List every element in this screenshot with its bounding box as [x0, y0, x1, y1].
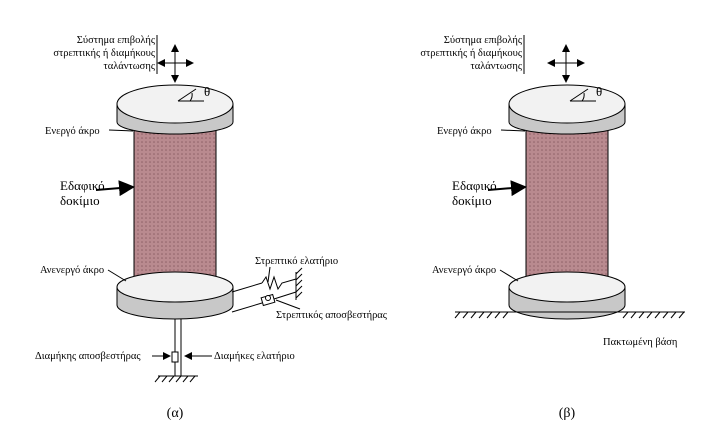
right-active-end-label: Ενεργό άκρο: [437, 126, 492, 137]
right-excitation-line1: Σύστημα επιβολής: [444, 35, 523, 46]
left-excitation-line2: στρεπτικής ή διαμήκους: [53, 48, 155, 59]
right-excitation-line3: ταλάντωσης: [470, 61, 522, 72]
right-specimen-label-line2: δοκίμιο: [452, 193, 492, 208]
right-bottom-plate: [508, 271, 626, 320]
right-fixed-base: [454, 311, 685, 319]
left-axial-spring-label: Διαμήκες ελατήριο: [214, 351, 295, 362]
right-angle-symbol: θ: [596, 84, 602, 99]
left-apparatus: Σύστημα επιβολής στρεπτικής ή διαμήκους …: [35, 35, 388, 421]
right-passive-end-label: Ανενεργό άκρο: [432, 265, 496, 276]
right-specimen-label-line1: Εδαφικό: [452, 178, 497, 193]
left-specimen-label-line1: Εδαφικό: [60, 178, 105, 193]
left-top-plate: θ: [116, 84, 234, 135]
right-soil-specimen: [525, 124, 609, 291]
left-excitation-line1: Σύστημα επιβολής: [77, 35, 156, 46]
right-apparatus: Σύστημα επιβολής στρεπτικής ή διαμήκους …: [420, 35, 685, 421]
left-excitation-line3: ταλάντωσης: [103, 61, 155, 72]
right-excitation-line2: στρεπτικής ή διαμήκους: [420, 48, 522, 59]
left-caption: (α): [167, 406, 184, 421]
left-torsional-damper-label: Στρεπτικός αποσβεστήρας: [276, 310, 388, 321]
left-torsional-spring-label: Στρεπτικό ελατήριο: [255, 256, 338, 267]
left-specimen-label-line2: δοκίμιο: [60, 193, 100, 208]
left-axial-damper-label: Διαμήκης αποσβεστήρας: [35, 351, 141, 362]
left-axial-assembly: [154, 319, 198, 383]
right-top-plate: θ: [508, 84, 626, 135]
right-fixed-base-label: Πακτωμένη βάση: [603, 337, 677, 348]
left-active-end-label: Ενεργό άκρο: [45, 126, 100, 137]
left-angle-symbol: θ: [204, 84, 210, 99]
left-torsional-assembly: [231, 267, 303, 313]
left-passive-end-label: Ανενεργό άκρο: [40, 265, 104, 276]
left-cross-arrows-icon: [157, 44, 194, 83]
right-cross-arrows-icon: [547, 44, 585, 83]
right-caption: (β): [559, 406, 576, 421]
left-soil-specimen: [133, 124, 217, 291]
left-bottom-plate: [116, 271, 234, 320]
